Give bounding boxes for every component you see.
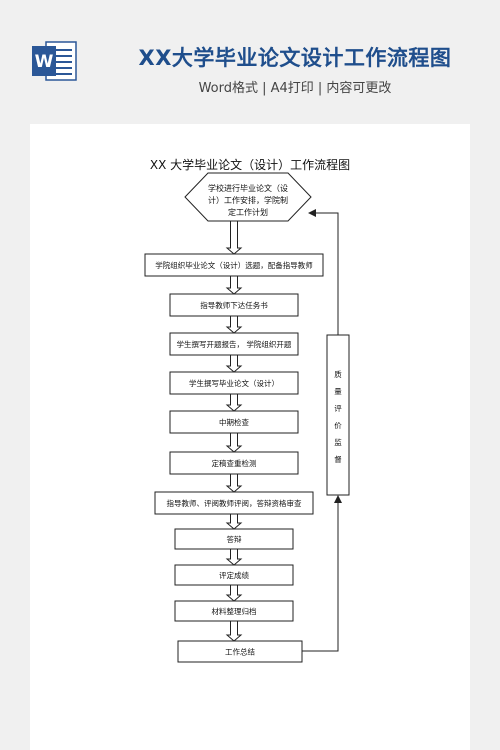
flow-arrow <box>225 432 243 453</box>
flow-arrow <box>225 315 243 334</box>
feedback-line-bottom <box>302 502 339 652</box>
side-box-char: 量 <box>334 387 342 396</box>
flow-arrow <box>225 513 243 530</box>
word-logo-letter: W <box>35 52 54 72</box>
flow-arrow <box>225 584 243 602</box>
flow-arrow <box>225 620 243 642</box>
step-label: 工作总结 <box>225 647 255 657</box>
document-page: XX 大学毕业论文（设计）工作流程图 学校进行毕业论文（设 计）工作安排，学院制… <box>30 124 470 750</box>
step-label: 学生撰写毕业论文（设计） <box>189 378 279 388</box>
flow-arrow <box>225 548 243 566</box>
side-box-char: 督 <box>334 454 342 464</box>
page-title: XX大学毕业论文设计工作流程图 <box>138 46 452 70</box>
start-line-3: 定工作计划 <box>228 207 268 217</box>
side-box-char: 质 <box>334 369 342 379</box>
side-box-char: 价 <box>334 421 342 430</box>
header: W XX大学毕业论文设计工作流程图 Word格式 | A4打印 | 内容可更改 <box>0 0 500 120</box>
flow-arrow <box>225 220 243 255</box>
step-label: 学院组织毕业论文（设计）选题，配备指导教师 <box>155 260 313 270</box>
step-label: 定稿查重检测 <box>212 458 257 468</box>
start-hexagon <box>184 172 312 222</box>
step-label: 中期检查 <box>219 417 249 427</box>
page-subtitle: Word格式 | A4打印 | 内容可更改 <box>198 81 392 96</box>
word-icon: W <box>32 41 77 81</box>
step-label: 指导教师、评阅教师评阅，答辩资格审查 <box>167 498 302 508</box>
side-box-char: 监 <box>334 437 342 447</box>
step-label: 指导教师下达任务书 <box>200 300 268 310</box>
quality-supervision-box <box>326 334 350 496</box>
flow-arrow <box>225 354 243 373</box>
flowchart: 学校进行毕业论文（设 计）工作安排，学院制 定工作计划 学院组织毕业论文（设计）… <box>144 172 350 663</box>
feedback-arrowhead-top <box>308 209 316 217</box>
flow-arrow <box>225 393 243 412</box>
step-label: 材料整理归档 <box>212 606 257 616</box>
start-line-2: 计）工作安排，学院制 <box>208 195 288 205</box>
step-label: 学生撰写开题报告， 学院组织开题 <box>177 339 292 349</box>
start-line-1: 学校进行毕业论文（设 <box>208 183 288 193</box>
document-title: XX 大学毕业论文（设计）工作流程图 <box>149 158 351 172</box>
feedback-line-top <box>315 212 339 335</box>
feedback-arrowhead-bottom <box>334 495 342 503</box>
side-box-char: 评 <box>334 404 342 413</box>
step-label: 答辩 <box>227 534 242 544</box>
step-label: 评定成绩 <box>219 570 249 580</box>
flow-arrow <box>225 473 243 493</box>
flow-arrow <box>225 275 243 295</box>
